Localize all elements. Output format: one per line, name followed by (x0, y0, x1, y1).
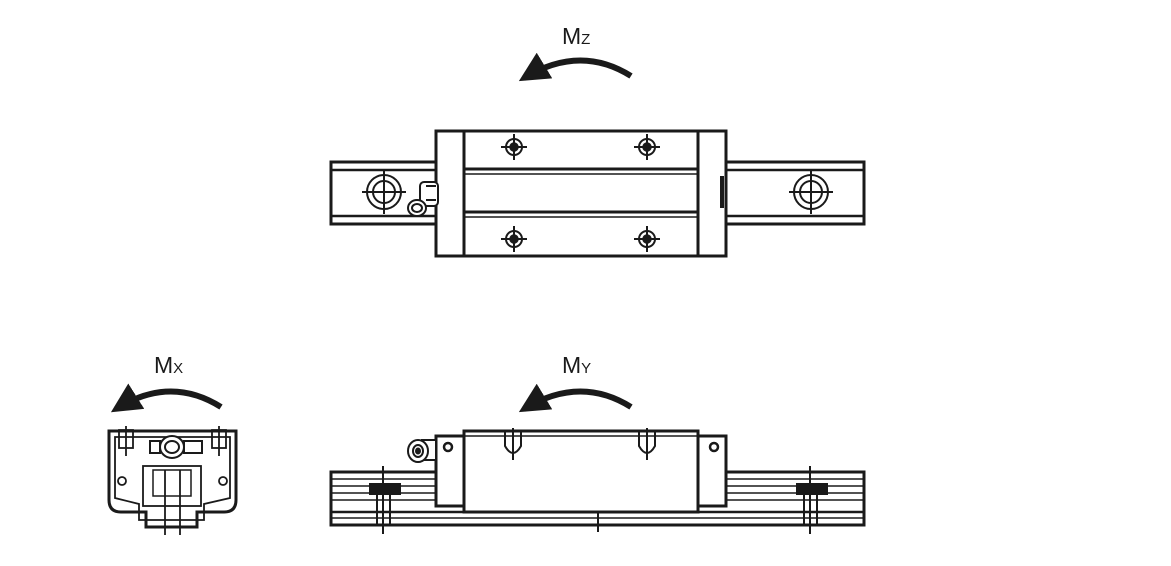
moment-axis: Y (581, 360, 592, 377)
carriage-side-view (434, 429, 728, 514)
top-view-mz (329, 52, 866, 258)
moment-label-mx: MX (154, 354, 183, 377)
mz-rotation-arrow (518, 52, 633, 82)
moment-symbol: M (562, 23, 582, 49)
rail-mount-hole-left (360, 168, 408, 216)
moment-label-mz: MZ (562, 25, 590, 48)
my-rotation-arrow (518, 383, 633, 413)
moment-label-my: MY (562, 354, 591, 377)
grease-nipple-end-icon (149, 435, 203, 459)
side-view-my (329, 383, 866, 534)
grease-nipple-icon (407, 181, 439, 217)
carriage-end-profile (107, 429, 238, 529)
carriage-top-view (434, 129, 728, 258)
moment-axis: Z (581, 31, 591, 48)
grease-nipple-side-icon (407, 439, 437, 463)
rail-bolts (369, 466, 828, 534)
moment-symbol: M (562, 352, 582, 378)
moment-symbol: M (154, 352, 174, 378)
end-view-mx (107, 383, 238, 535)
moment-axis: X (173, 360, 184, 377)
mx-rotation-arrow (110, 383, 223, 413)
rail-mount-hole-right (787, 168, 835, 216)
